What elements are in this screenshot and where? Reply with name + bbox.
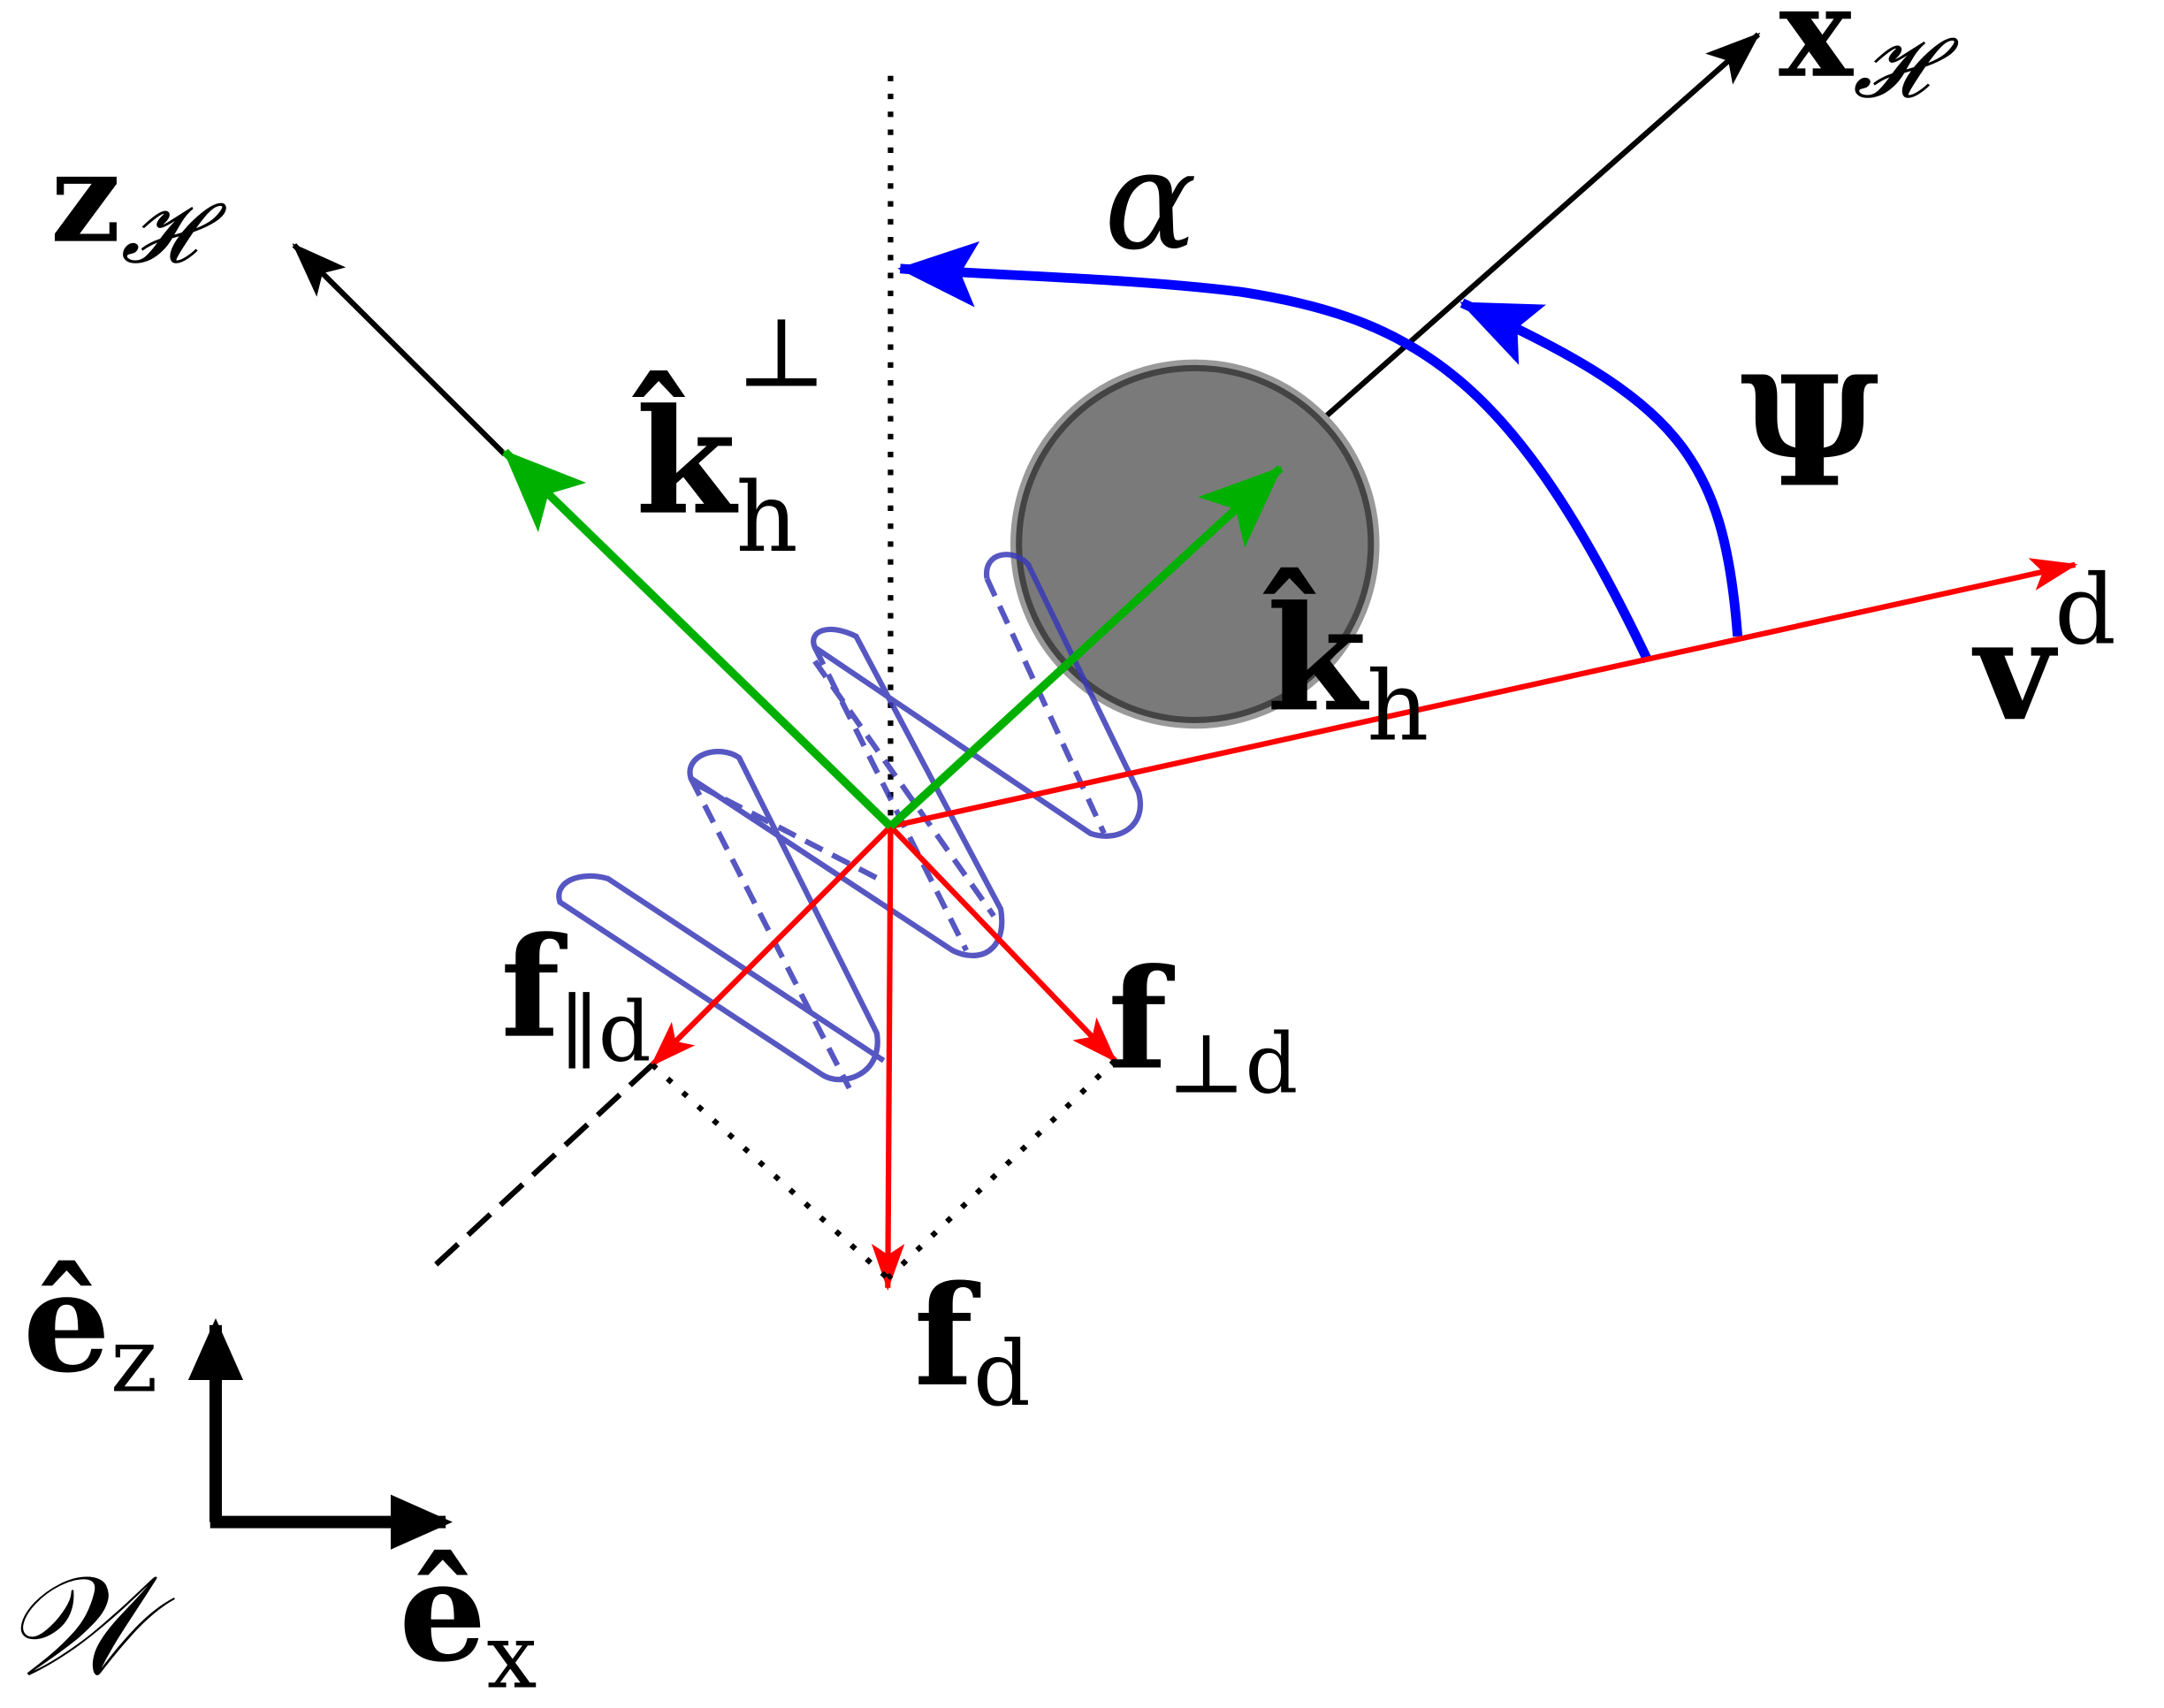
- velocity-vector: [889, 558, 2078, 829]
- k-perp-vector: [501, 448, 894, 830]
- z-axis: [292, 243, 507, 457]
- psi-arc: [1459, 298, 1743, 637]
- force-perp-vector: [888, 824, 1117, 1063]
- x-axis: [1320, 32, 1761, 423]
- force-parallel-label: f∥d: [500, 907, 651, 1081]
- world-frame-label: 𝒲: [2, 1545, 175, 1706]
- alpha-label: α: [1104, 119, 1197, 280]
- k-h-vector: [888, 465, 1284, 830]
- psi-label: Ψ: [1741, 343, 1878, 521]
- dotted-construction-line: [650, 1063, 890, 1281]
- dashed-extension-line: [434, 1063, 654, 1267]
- force-d-label: fd: [914, 1255, 1031, 1426]
- world-x-label: êx: [399, 1530, 537, 1708]
- alpha-arc: [897, 240, 1653, 664]
- force-parallel-vector: [650, 824, 893, 1067]
- k-perp-label: k̂h⊥: [631, 296, 827, 574]
- x-axis-label: x𝓗: [1779, 0, 1959, 117]
- z-axis-label: z𝓗: [50, 126, 227, 282]
- sphere-outline: [1010, 359, 1380, 729]
- k-h-label: k̂h: [1262, 568, 1429, 763]
- velocity-label: vd: [1972, 554, 2116, 752]
- force-perp-label: f⊥d: [1109, 939, 1299, 1113]
- world-z-label: êz: [23, 1241, 157, 1412]
- force-d-vector: [871, 826, 905, 1291]
- dotted-construction-line: [886, 1058, 1117, 1281]
- helix: [556, 552, 1143, 1090]
